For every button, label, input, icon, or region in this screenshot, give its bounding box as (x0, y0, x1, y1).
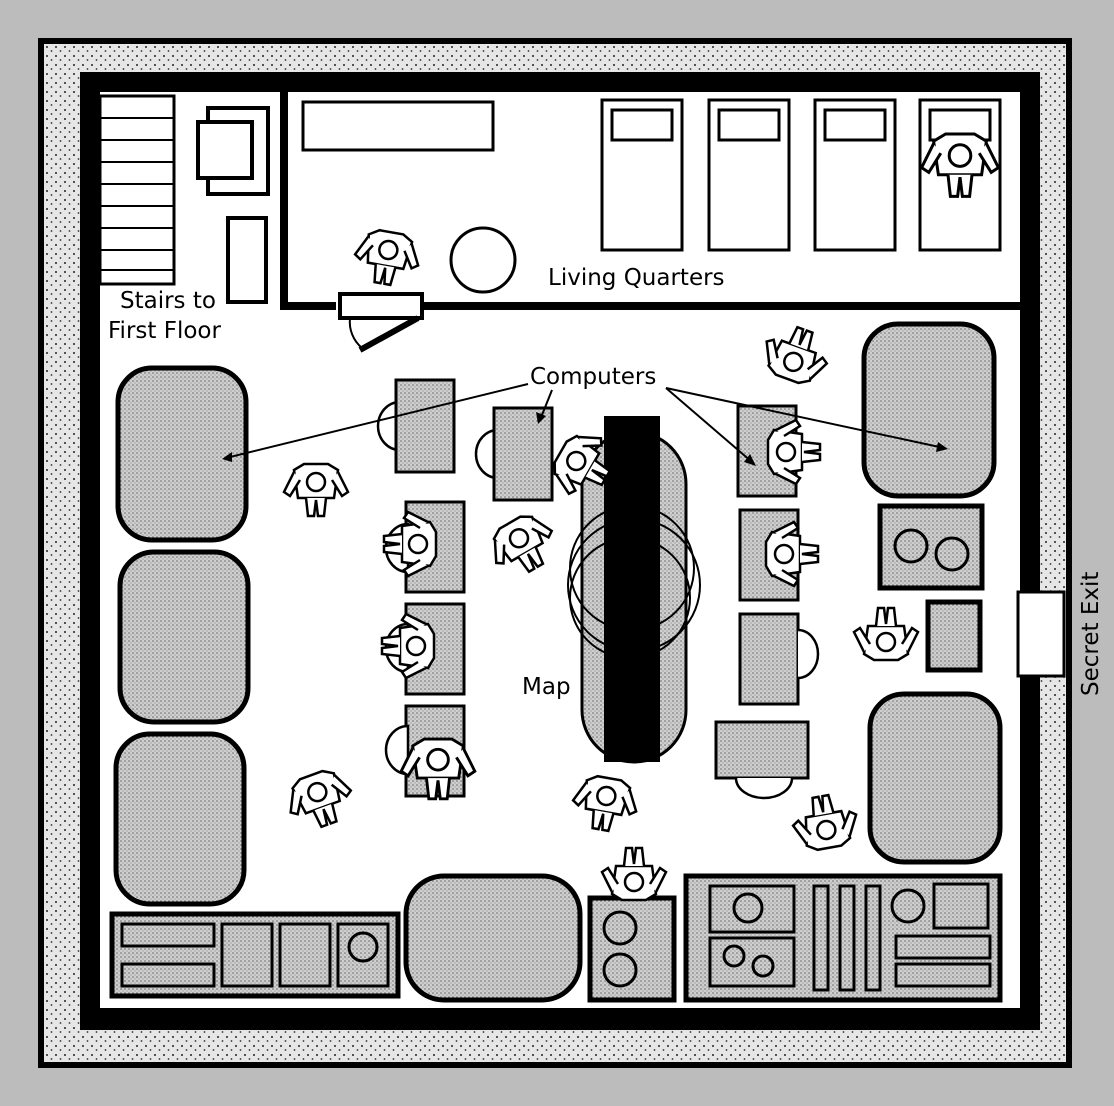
stairs-label-line2: First Floor (108, 318, 221, 344)
map-label: Map (522, 674, 571, 700)
living-quarters-table (449, 226, 517, 294)
secret-exit-label: Secret Exit (1078, 572, 1104, 696)
beds (600, 98, 1002, 252)
map-table (567, 416, 701, 764)
computers-callout-lines (222, 383, 948, 466)
stairs-label-line1: Stairs to (120, 288, 216, 314)
computer-banks-left (113, 365, 251, 907)
computers-label: Computers (530, 364, 656, 390)
right-consoles (877, 503, 985, 673)
stair-side-furniture (196, 106, 270, 304)
living-quarters-counter (301, 100, 495, 152)
living-quarters-walls (280, 92, 1020, 353)
stairs (98, 94, 176, 286)
secret-exit-opening (1016, 590, 1066, 678)
living-quarters-label: Living Quarters (548, 265, 725, 291)
computer-banks-right (861, 321, 1003, 865)
bottom-consoles (109, 873, 1003, 1003)
